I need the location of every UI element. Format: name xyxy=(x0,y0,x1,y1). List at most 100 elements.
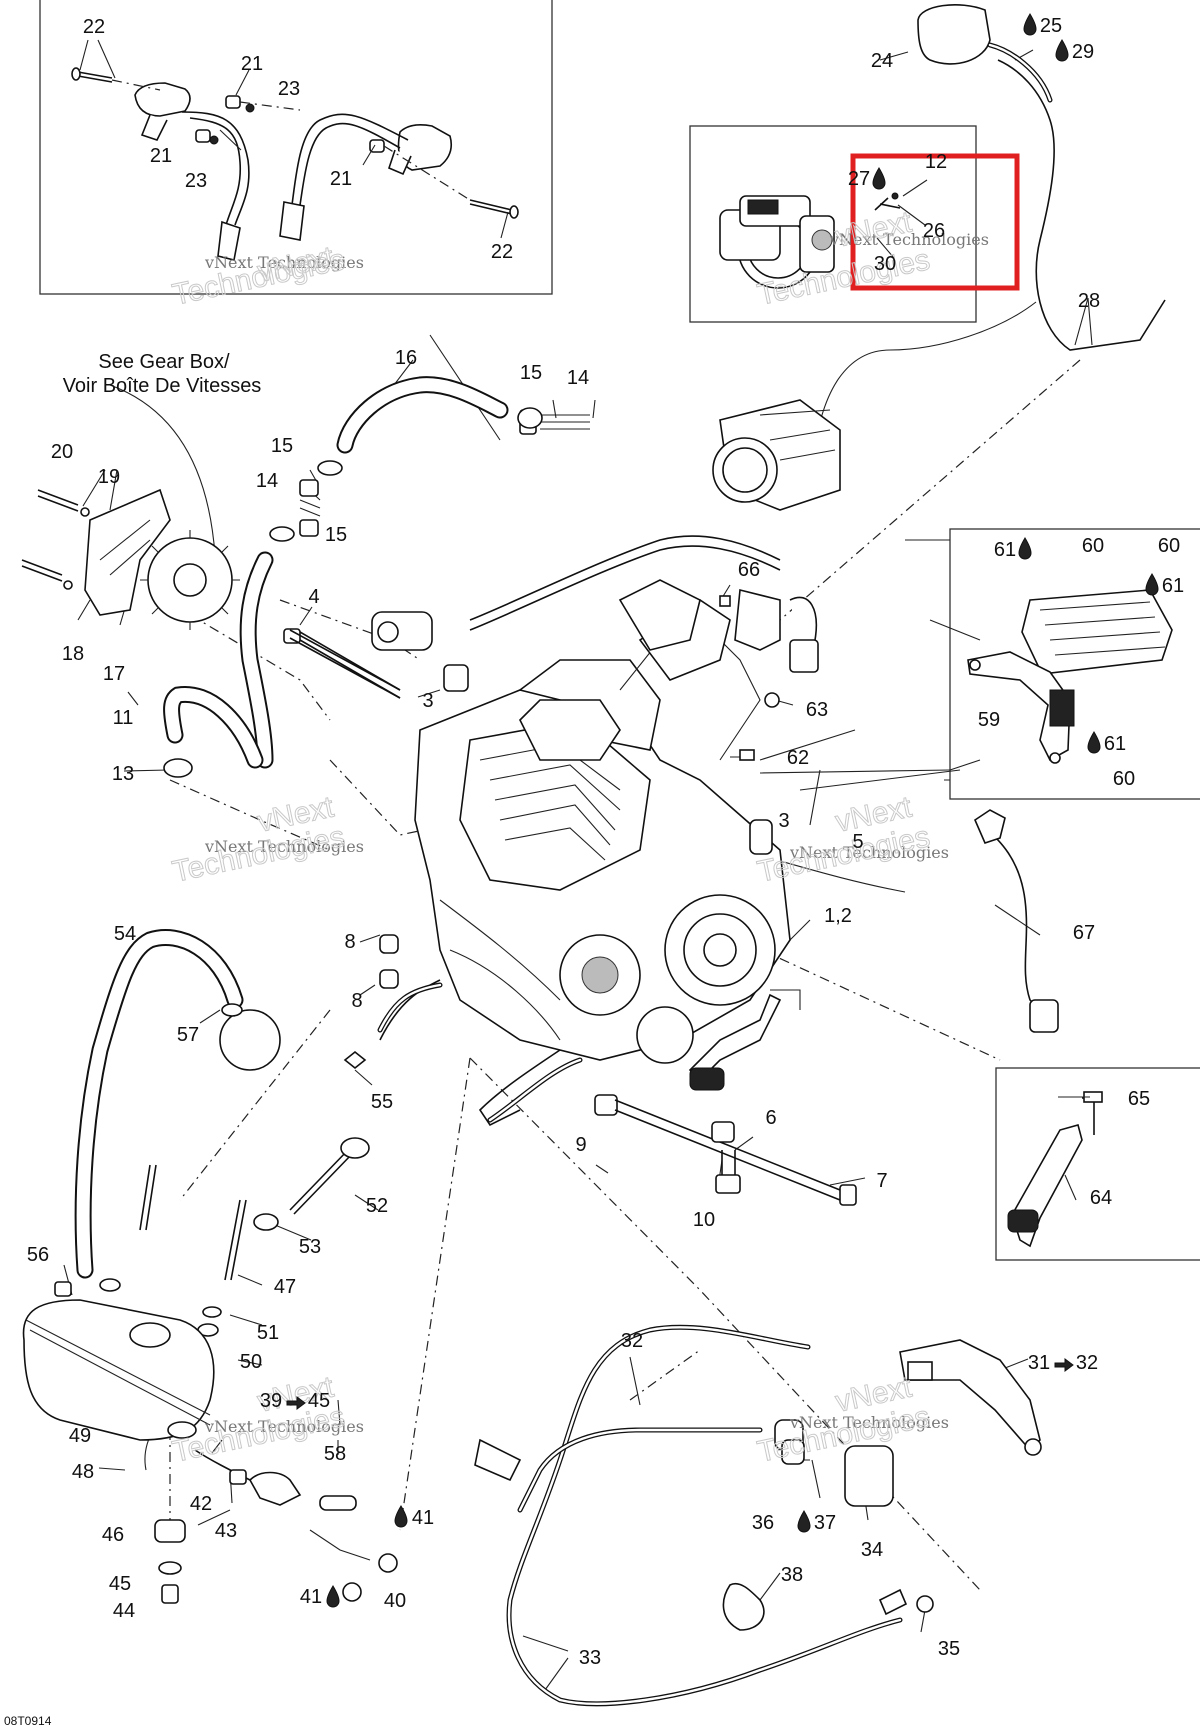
callout: 53 xyxy=(299,1236,321,1258)
lubricant-drop-icon xyxy=(1018,537,1032,560)
callout: 8 xyxy=(344,931,355,953)
callout: 19 xyxy=(98,466,120,488)
callout: 48 xyxy=(72,1461,94,1483)
watermark-small: vNext Technologies xyxy=(204,837,364,856)
callout: 3 xyxy=(778,810,789,832)
callout: 60 xyxy=(1082,535,1104,557)
callout: 16 xyxy=(395,347,417,369)
callout: 52 xyxy=(366,1195,388,1217)
callout: 42 xyxy=(190,1493,212,1515)
callout: 28 xyxy=(1078,290,1100,312)
callout: 6 xyxy=(765,1107,776,1129)
callout: 22 xyxy=(491,241,513,263)
callout: 63 xyxy=(806,699,828,721)
callout: 41 xyxy=(300,1586,322,1608)
callout: 41 xyxy=(412,1507,434,1529)
watermark-small: vNext Technologies xyxy=(829,230,989,249)
callout: 54 xyxy=(114,923,136,945)
callout: 14 xyxy=(567,367,589,389)
callout: 23 xyxy=(278,78,300,100)
figure-code: 08T0914 xyxy=(4,1714,52,1728)
lubricant-drop-icon xyxy=(797,1510,811,1533)
callout: 26 xyxy=(923,220,945,242)
note-gear-box-line-1: See Gear Box/ xyxy=(98,351,230,373)
callout: 64 xyxy=(1090,1187,1112,1209)
callout: 44 xyxy=(113,1600,135,1622)
callout: 66 xyxy=(738,559,760,581)
callout: 60 xyxy=(1158,535,1180,557)
engine-assembly xyxy=(379,399,841,1127)
callout: 49 xyxy=(69,1425,91,1447)
callout: 25 xyxy=(1040,15,1062,37)
callout: 1,2 xyxy=(824,905,852,927)
callout-numbers: 22 21 23 21 23 21 22 24 25 29 12 27 26 3… xyxy=(4,15,1184,1728)
callout: 21 xyxy=(150,145,172,167)
callout: 50 xyxy=(240,1351,262,1373)
callout: 17 xyxy=(103,663,125,685)
callout: 61 xyxy=(1162,575,1184,597)
callout: 65 xyxy=(1128,1088,1150,1110)
callout: 10 xyxy=(693,1209,715,1231)
callout: 21 xyxy=(330,168,352,190)
callout: 30 xyxy=(874,253,896,275)
callout: 13 xyxy=(112,763,134,785)
callout: 67 xyxy=(1073,922,1095,944)
watermark-small: vNext Technologies xyxy=(204,253,364,272)
callout: 60 xyxy=(1113,768,1135,790)
callout: 36 xyxy=(752,1512,774,1534)
lubricant-drop-icon xyxy=(394,1505,408,1528)
callout: 14 xyxy=(256,470,278,492)
callout: 15 xyxy=(520,362,542,384)
callout: 22 xyxy=(83,16,105,38)
callout: 11 xyxy=(113,707,134,729)
callout: 34 xyxy=(861,1539,883,1561)
watermark-small: vNext Technologies xyxy=(204,1417,364,1436)
callout: 7 xyxy=(876,1170,887,1192)
callout: 40 xyxy=(384,1590,406,1612)
lubricant-drop-icon xyxy=(1087,731,1101,754)
lubricant-drop-icon xyxy=(1023,13,1037,36)
callout: 29 xyxy=(1072,41,1094,63)
callout: 32 xyxy=(621,1330,643,1352)
callout: 58 xyxy=(324,1443,346,1465)
callout: 47 xyxy=(274,1276,296,1298)
bolt-22-right xyxy=(469,199,519,219)
callout: 35 xyxy=(938,1638,960,1660)
callout: 23 xyxy=(185,170,207,192)
bolt-22-upper xyxy=(71,67,113,83)
callout: 55 xyxy=(371,1091,393,1113)
callout: 8 xyxy=(351,990,362,1012)
highlight-box xyxy=(850,153,1020,291)
callout: 61 xyxy=(1104,733,1126,755)
lubricant-drop-icon xyxy=(1055,39,1069,62)
watermark-small: vNext Technologies xyxy=(789,843,949,862)
callout: 12 xyxy=(925,151,947,173)
callout: 39 xyxy=(260,1390,282,1412)
note-gear-box-line-2: Voir Boîte De Vitesses xyxy=(63,375,262,397)
callout: 24 xyxy=(871,50,893,72)
callout: 45 xyxy=(308,1390,330,1412)
callout: 38 xyxy=(781,1564,803,1586)
callout: 9 xyxy=(575,1134,586,1156)
lubricant-drop-icon xyxy=(326,1585,340,1608)
arrow-right-icon xyxy=(286,1396,306,1410)
callout: 33 xyxy=(579,1647,601,1669)
callout: 57 xyxy=(177,1024,199,1046)
callout: 46 xyxy=(102,1524,124,1546)
callout: 27 xyxy=(848,168,870,190)
callout: 62 xyxy=(787,747,809,769)
watermark-small: vNext Technologies xyxy=(789,1413,949,1432)
callout: 5 xyxy=(852,831,863,853)
callout: 15 xyxy=(271,435,293,457)
callout: 43 xyxy=(215,1520,237,1542)
callout: 61 xyxy=(994,539,1016,561)
callout: 37 xyxy=(814,1512,836,1534)
callout: 45 xyxy=(109,1573,131,1595)
callout: 56 xyxy=(27,1244,49,1266)
lubricant-drop-icon xyxy=(872,167,886,190)
callout: 18 xyxy=(62,643,84,665)
arrow-right-icon xyxy=(1054,1358,1074,1372)
callout: 21 xyxy=(241,53,263,75)
